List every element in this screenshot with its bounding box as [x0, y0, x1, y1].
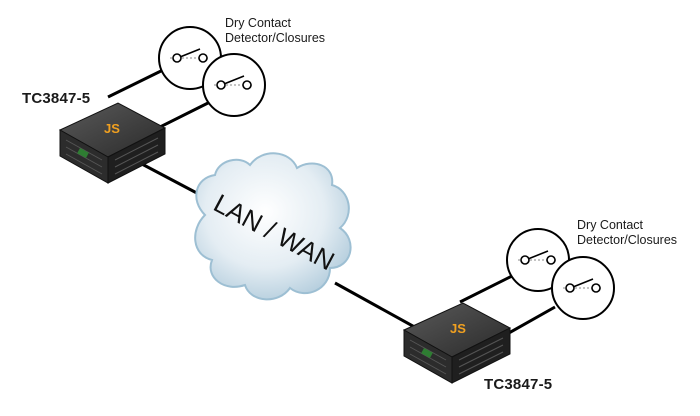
contacts-top-line2: Detector/Closures	[225, 31, 326, 45]
contacts-top-label: Dry Contact Detector/Closures	[225, 16, 325, 46]
converter-device-icon	[58, 102, 167, 184]
switch-contact-icon	[506, 228, 570, 292]
link-cloud-bottom-device	[334, 281, 421, 332]
contacts-top	[158, 26, 266, 117]
device-bottom-label: TC3847-5	[484, 376, 553, 393]
converter-device-icon	[402, 302, 512, 384]
cloud-icon	[194, 152, 352, 301]
lan-wan-cloud: LAN / WAN	[194, 152, 352, 301]
link-top-contact-a	[107, 68, 164, 99]
link-bottom-contact-a	[459, 274, 513, 304]
contacts-top-line1: Dry Contact	[225, 16, 291, 30]
contacts-bottom-line2: Detector/Closures	[577, 233, 678, 247]
switch-contact-icon	[551, 256, 615, 320]
device-top-label: TC3847-5	[22, 90, 91, 107]
device-bottom-logo: JS	[450, 321, 466, 336]
contacts-bottom	[506, 228, 615, 320]
device-top-logo: JS	[104, 121, 120, 136]
contacts-bottom-line1: Dry Contact	[577, 218, 643, 232]
device-top: JS	[58, 102, 167, 184]
contacts-bottom-label: Dry Contact Detector/Closures	[577, 218, 677, 248]
switch-contact-icon	[202, 53, 266, 117]
device-bottom: JS	[402, 302, 512, 384]
